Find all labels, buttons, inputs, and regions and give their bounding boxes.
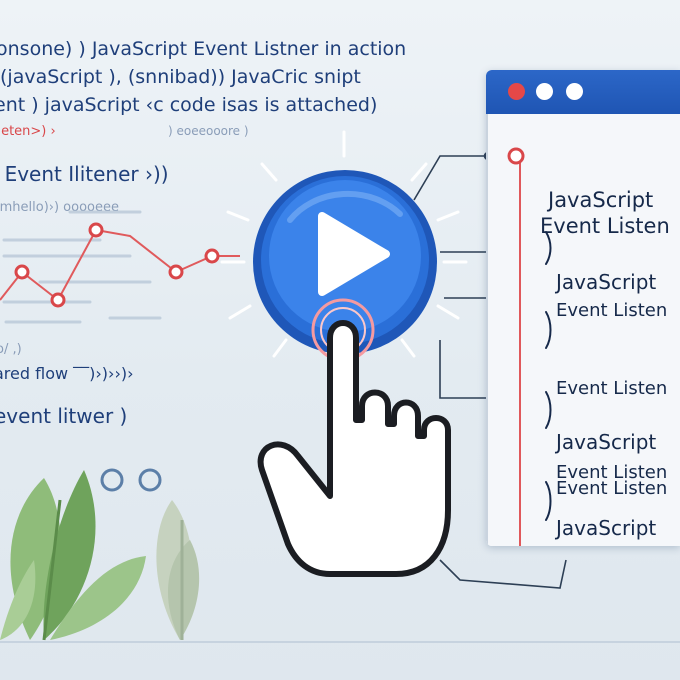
- code-line-10: event litwer ): [0, 404, 128, 428]
- wave-node: [204, 248, 220, 264]
- panel-entry-subtitle: Event Listen: [540, 214, 670, 238]
- faint-code-strokes: [2, 210, 162, 324]
- hollow-circle-icons: [100, 468, 162, 492]
- close-dot-icon[interactable]: [508, 83, 525, 100]
- wave-node: [50, 292, 66, 308]
- panel-entry-title: JavaScript: [548, 188, 654, 212]
- plant-icon: [0, 470, 200, 641]
- code-line-5: ) eoeeooore ): [168, 124, 249, 138]
- code-line-6: r Event Ilitener ›)): [0, 162, 169, 186]
- window-body: JavaScript Event Listen JavaScript Event…: [486, 114, 680, 546]
- code-line-1: onsone) ) JavaScript Event Listner in ac…: [0, 38, 407, 60]
- pointer-hand-icon: [257, 320, 451, 577]
- panel-entry-title: JavaScript: [556, 270, 657, 294]
- panel-entry-subtitle: Event Listen: [556, 300, 668, 321]
- timeline-node: [507, 147, 525, 165]
- window-dot-icon[interactable]: [566, 83, 583, 100]
- event-timeline: [507, 147, 552, 546]
- event-wave-line: [0, 222, 240, 308]
- panel-entry-subtitle: Event Listen: [556, 478, 668, 499]
- code-line-3: ent ) javaScript ‹c code isas is attache…: [0, 94, 378, 116]
- panel-entry-title: JavaScript: [556, 516, 657, 540]
- panel-entry-subtitle: Event Listen: [556, 462, 668, 483]
- code-line-4: (eten>) ›: [0, 124, 56, 139]
- window-title-bar: [486, 70, 680, 114]
- wave-node: [88, 222, 104, 238]
- play-icon: [318, 212, 390, 296]
- wave-node: [14, 264, 30, 280]
- code-line-8: o/ ,): [0, 342, 22, 357]
- code-line-2: (javaScript ), (snnibad)) JavaCric snipt: [0, 66, 361, 88]
- panel-entry-subtitle: Event Listen: [556, 378, 668, 399]
- code-line-9: ared flow ‾‾)›)››)›: [0, 364, 134, 383]
- browser-window: JavaScript Event Listen JavaScript Event…: [486, 70, 680, 546]
- button-glow-rays: [220, 130, 468, 358]
- window-dot-icon[interactable]: [536, 83, 553, 100]
- wave-node: [168, 264, 184, 280]
- play-button[interactable]: [253, 170, 437, 354]
- panel-entry-title: JavaScript: [556, 430, 657, 454]
